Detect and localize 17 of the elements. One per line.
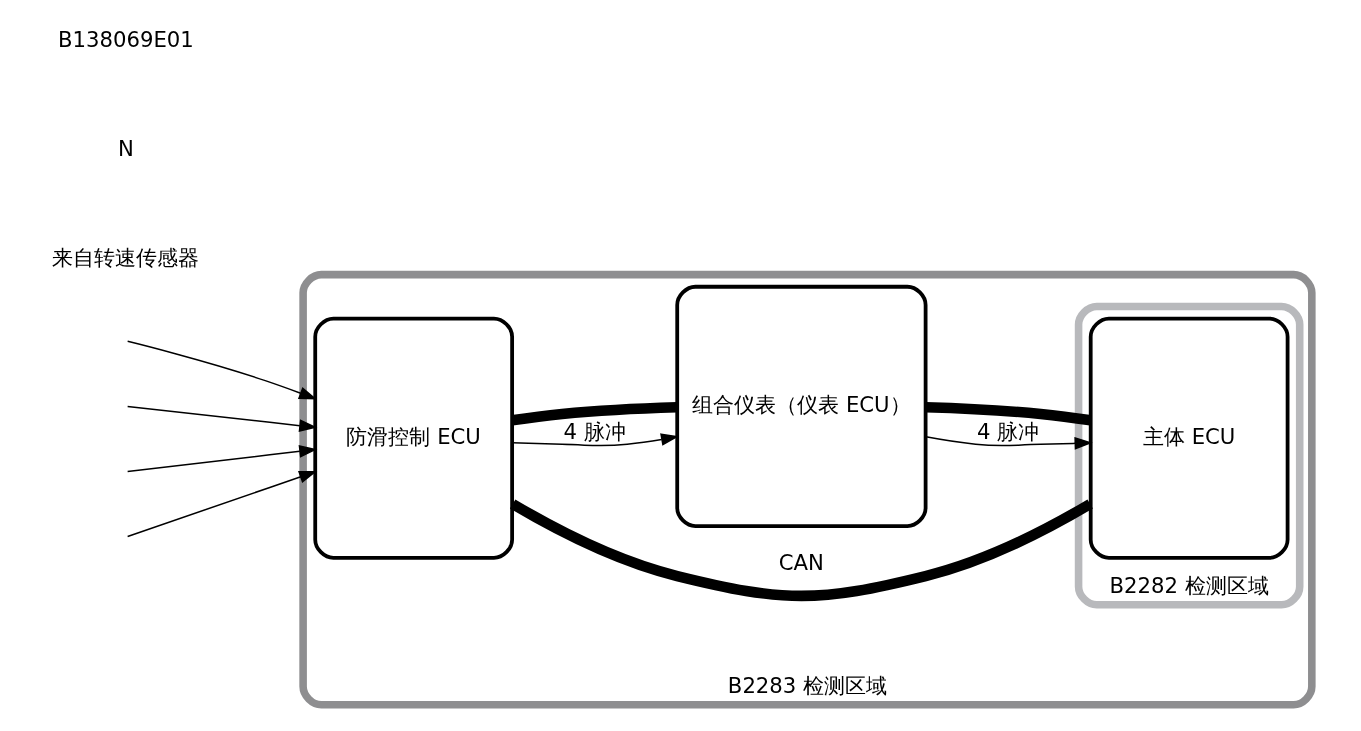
node-box: 主体 ECU — [1088, 316, 1289, 560]
label: 来自转速传感器 — [51, 245, 199, 271]
edge-label: 4 脉冲 — [563, 418, 626, 444]
node-box: 防滑控制 ECU — [312, 316, 514, 560]
connector — [509, 499, 1093, 602]
label: B138069E01 — [57, 26, 194, 52]
node-box: 组合仪表（仪表 ECU） — [674, 284, 927, 528]
arrow — [126, 445, 317, 473]
edge-label: CAN — [778, 550, 824, 576]
arrow — [126, 405, 317, 432]
arrow — [126, 340, 317, 400]
label: N — [117, 136, 134, 162]
edge-label: 4 脉冲 — [976, 418, 1039, 444]
connector — [925, 401, 1091, 426]
arrow — [126, 470, 317, 538]
arrow — [924, 436, 1093, 450]
arrow — [511, 433, 679, 447]
